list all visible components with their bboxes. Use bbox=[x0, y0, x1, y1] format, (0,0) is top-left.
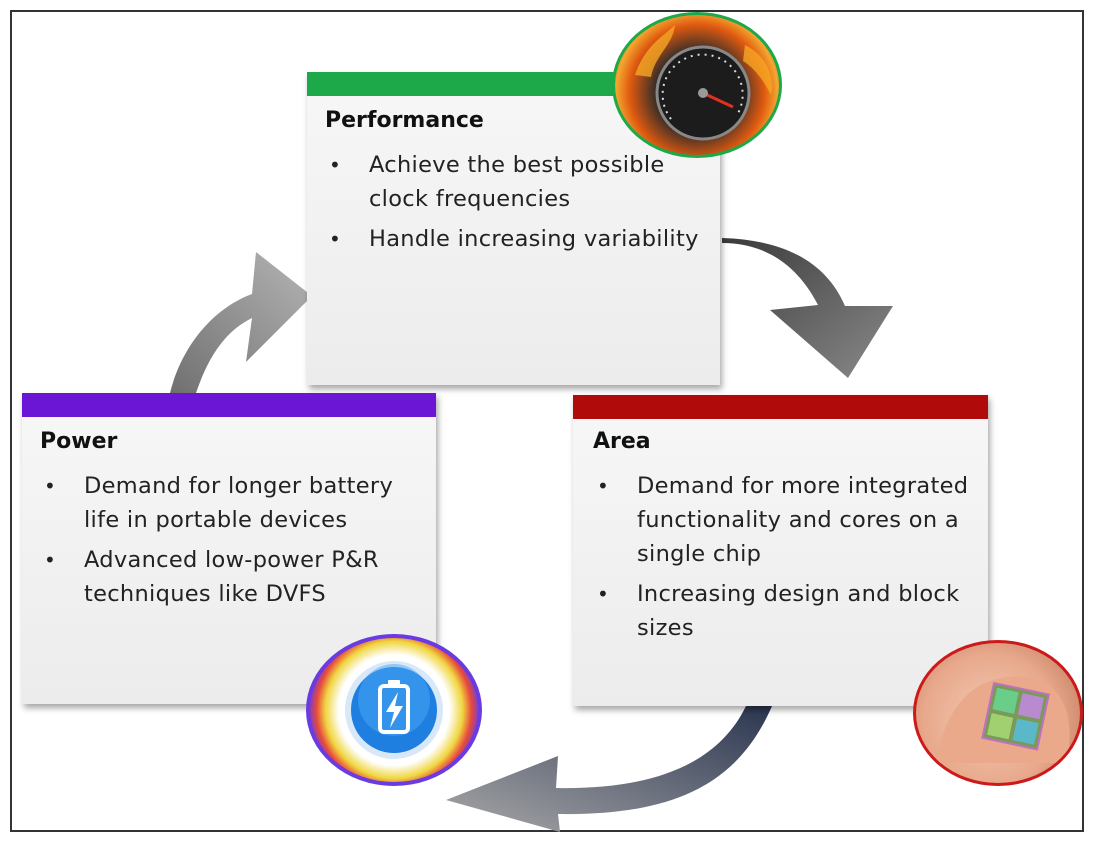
speedometer-fire-icon bbox=[612, 12, 782, 158]
list-item: Demand for more integrated functionality… bbox=[593, 469, 983, 571]
area-accent-bar bbox=[573, 395, 988, 419]
performance-bullets: Achieve the best possible clock frequenc… bbox=[325, 148, 715, 262]
list-item: Demand for longer battery life in portab… bbox=[40, 469, 430, 537]
list-item: Achieve the best possible clock frequenc… bbox=[325, 148, 715, 216]
list-item: Increasing design and block sizes bbox=[593, 577, 983, 645]
battery-icon bbox=[306, 634, 482, 786]
power-bullets: Demand for longer battery life in portab… bbox=[40, 469, 430, 617]
power-accent-bar bbox=[22, 393, 436, 417]
chip-graphic bbox=[936, 676, 1070, 763]
speedometer-graphic bbox=[635, 25, 772, 141]
area-card: Area Demand for more integrated function… bbox=[573, 395, 988, 706]
fingertip-chip-icon bbox=[913, 640, 1083, 786]
list-item: Advanced low-power P&R techniques like D… bbox=[40, 543, 430, 611]
list-item: Handle increasing variability bbox=[325, 222, 715, 256]
area-title: Area bbox=[593, 429, 651, 454]
area-bullets: Demand for more integrated functionality… bbox=[593, 469, 983, 651]
arrow-area-to-power bbox=[446, 706, 772, 832]
performance-title: Performance bbox=[325, 108, 484, 133]
arrow-performance-to-area bbox=[722, 238, 893, 378]
arrow-power-to-performance bbox=[170, 252, 312, 393]
power-title: Power bbox=[40, 429, 118, 454]
battery-graphic bbox=[345, 661, 443, 759]
